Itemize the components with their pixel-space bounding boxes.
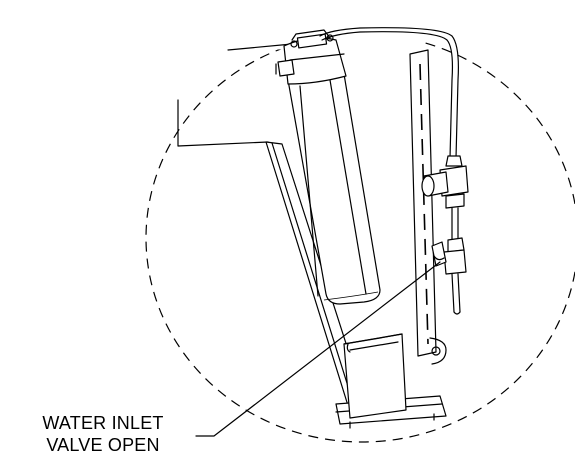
water-inlet-valve — [431, 237, 467, 315]
callout-leader-line — [195, 261, 441, 437]
cutaway-edge — [227, 43, 293, 51]
filter-cartridge — [275, 29, 381, 305]
callout-label-line2: VALVE OPEN — [46, 435, 160, 455]
callout-label: WATER INLET VALVE OPEN — [8, 412, 198, 456]
supply-tube — [319, 27, 459, 159]
mounting-bracket — [409, 49, 447, 365]
frame-wall-left — [177, 99, 269, 147]
regulator-valve — [421, 155, 469, 241]
callout-label-line1: WATER INLET — [42, 413, 164, 433]
drip-cup — [343, 333, 407, 419]
